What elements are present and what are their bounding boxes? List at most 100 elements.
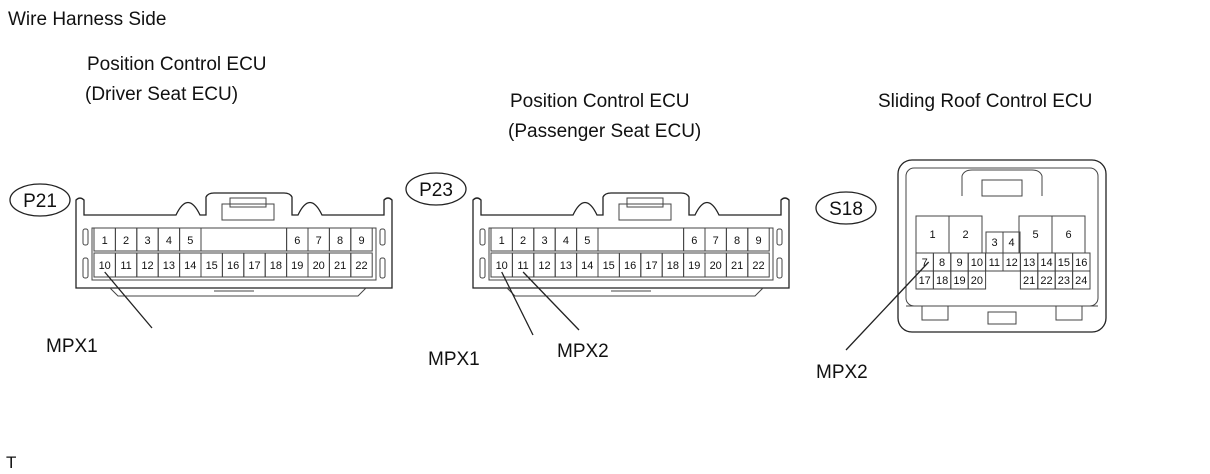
s18-pin-label: 10 — [971, 257, 983, 269]
s18-pin-label: 11 — [989, 257, 1000, 269]
s18-pointer-label: MPX2 — [816, 362, 868, 383]
s18-pin-cell — [967, 270, 987, 290]
p23-pin-cell — [747, 252, 770, 278]
p23-pin-label: 16 — [624, 260, 636, 272]
p23-guide-right-bottom — [776, 257, 783, 279]
p21-lock-tab — [221, 203, 275, 221]
s18-connector-body — [897, 159, 1107, 333]
p21-pin-label: 10 — [99, 260, 111, 272]
p23-guide-left-top — [479, 228, 486, 246]
s18-pin-label: 17 — [919, 275, 931, 287]
p21-key-gap — [200, 227, 288, 252]
p21-pin-label: 14 — [184, 260, 196, 272]
p23-pin-label: 4 — [563, 235, 569, 247]
s18-foot-left — [921, 305, 949, 321]
p21-pin-label: 18 — [270, 260, 282, 272]
p23-pin-label: 12 — [538, 260, 550, 272]
p23-guide-right-top — [776, 228, 783, 246]
p21-pin-label: 15 — [206, 260, 218, 272]
p21-guide-left-bottom — [82, 257, 89, 279]
s18-code-badge — [815, 191, 877, 225]
p21-pin-label: 4 — [166, 235, 172, 247]
p23-pin-label: 9 — [755, 235, 761, 247]
footer-mark: T — [6, 453, 16, 472]
p23-pointer-label: MPX1 — [428, 349, 480, 370]
p21-code-label: P21 — [23, 191, 57, 212]
p23-code-badge — [405, 172, 467, 206]
p23-pin-label: 20 — [710, 260, 722, 272]
s18-lock-tab — [981, 179, 1023, 197]
p23-title-line1: Position Control ECU — [510, 91, 690, 112]
p23-guide-left-bottom — [479, 257, 486, 279]
p21-pin-label: 22 — [355, 260, 367, 272]
s18-pin-label: 2 — [962, 229, 968, 241]
p21-pin-label: 3 — [144, 235, 150, 247]
s18-pin-label: 22 — [1040, 275, 1052, 287]
p23-pin-label: 18 — [667, 260, 679, 272]
p23-pin-label: 13 — [560, 260, 572, 272]
p23-pin-label: 3 — [541, 235, 547, 247]
s18-foot-right — [1055, 305, 1083, 321]
diagram-header: Wire Harness Side — [8, 9, 166, 30]
s18-pin-label: 6 — [1065, 229, 1071, 241]
s18-pin-label: 16 — [1075, 257, 1087, 269]
p23-pin-label: 7 — [713, 235, 719, 247]
p23-pin-label: 15 — [603, 260, 615, 272]
s18-pin-label: 4 — [1008, 237, 1014, 249]
p21-pin-cell — [350, 252, 373, 278]
s18-pin-label: 19 — [953, 275, 965, 287]
p21-leader-line — [104, 271, 153, 329]
connector-p23: Position Control ECU (Passenger Seat ECU… — [405, 91, 790, 370]
p21-pin-label: 16 — [227, 260, 239, 272]
p23-pin-label: 11 — [517, 260, 528, 272]
s18-pin-label: 3 — [991, 237, 997, 249]
p23-pin-label: 2 — [520, 235, 526, 247]
s18-foot-mid — [987, 311, 1017, 325]
p21-code-badge — [9, 183, 71, 217]
p23-pointer-label: MPX2 — [557, 341, 609, 362]
p23-pin-label: 5 — [584, 235, 590, 247]
p23-leader-line — [522, 271, 580, 331]
p21-pin-label: 19 — [291, 260, 303, 272]
s18-pin-label: 12 — [1006, 257, 1018, 269]
p23-pin-label: 14 — [581, 260, 593, 272]
p23-leader-line — [501, 271, 534, 336]
s18-pin-label: 9 — [956, 257, 962, 269]
p23-lock-tab — [618, 203, 672, 221]
p23-pin-label: 8 — [734, 235, 740, 247]
p21-bottom-rim — [109, 287, 367, 297]
s18-pin-label: 8 — [939, 257, 945, 269]
p21-pin-label: 20 — [313, 260, 325, 272]
p21-connector-body — [75, 192, 393, 297]
s18-pin-label: 18 — [936, 275, 948, 287]
p23-housing — [472, 192, 790, 289]
p21-pin-label: 6 — [294, 235, 300, 247]
s18-pin-label: 15 — [1058, 257, 1070, 269]
p23-pin-label: 17 — [645, 260, 657, 272]
p23-connector-body — [472, 192, 790, 297]
s18-pin-label: 24 — [1075, 275, 1087, 287]
p23-pin-label: 1 — [499, 235, 505, 247]
s18-lock-hood — [961, 169, 1043, 196]
p23-key-gap — [597, 227, 685, 252]
p21-pointers: MPX1 — [46, 271, 153, 357]
p23-code-label: P23 — [419, 180, 453, 201]
p21-pin-label: 11 — [120, 260, 131, 272]
s18-pin-label: 14 — [1040, 257, 1052, 269]
p21-guide-right-top — [379, 228, 386, 246]
p23-pin-label: 22 — [752, 260, 764, 272]
p21-pin-label: 7 — [316, 235, 322, 247]
p23-pin-label: 6 — [691, 235, 697, 247]
p21-pin-label: 5 — [187, 235, 193, 247]
p23-pin-label: 21 — [731, 260, 743, 272]
s18-pin-label: 20 — [971, 275, 983, 287]
s18-leader-line — [845, 261, 930, 351]
s18-pointers: MPX2 — [816, 261, 930, 383]
p21-title-line1: Position Control ECU — [87, 54, 267, 75]
s18-title-line1: Sliding Roof Control ECU — [878, 91, 1092, 112]
p23-title-line2: (Passenger Seat ECU) — [508, 121, 701, 142]
